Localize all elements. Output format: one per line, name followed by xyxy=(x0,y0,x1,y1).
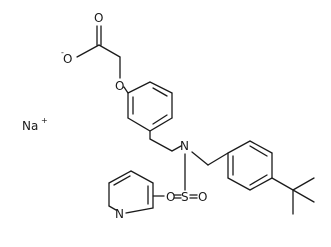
pyridine-ring xyxy=(108,170,154,214)
bond-c-ominus xyxy=(76,44,100,58)
atom-s: S xyxy=(181,190,189,204)
atom-n-pyridine: N xyxy=(115,207,124,221)
atom-o-ether: O xyxy=(115,79,124,93)
atom-o-sulfonyl-right: O xyxy=(198,190,207,204)
charge-minus: - xyxy=(61,48,64,57)
bond-c-ch2 xyxy=(98,44,121,58)
carboxylate-group xyxy=(76,25,121,79)
bond-ch2-ring-right xyxy=(207,152,229,166)
charge-plus: + xyxy=(41,116,48,125)
atom-o-carboxylate: O xyxy=(63,52,72,66)
atom-n-amine: N xyxy=(180,139,189,153)
atom-o-carbonyl: O xyxy=(94,11,103,25)
bond-ch2-n-left xyxy=(149,138,173,152)
bond-oether-ring xyxy=(123,86,129,94)
atom-na: Na xyxy=(22,119,38,133)
central-benzene-ring xyxy=(127,81,173,132)
atom-o-sulfonyl-left: O xyxy=(166,190,175,204)
tert-butyl-group xyxy=(271,177,315,215)
right-benzene-ring xyxy=(227,140,273,191)
bond-n-ch2-right xyxy=(191,151,209,166)
